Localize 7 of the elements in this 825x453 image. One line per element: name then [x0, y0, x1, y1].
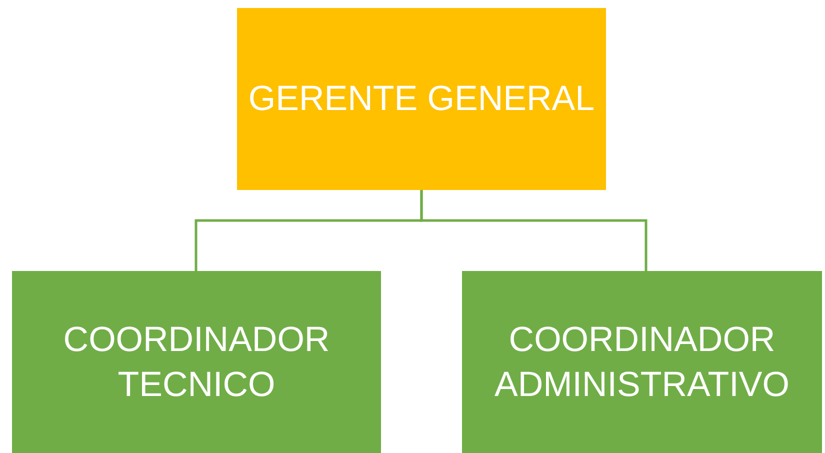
box-label: COORDINADOR ADMINISTRATIVO	[494, 318, 790, 406]
org-chart-box	[12, 271, 381, 453]
org-chart-box	[462, 271, 822, 453]
org-chart-box	[237, 8, 606, 190]
connector-line	[420, 190, 648, 271]
box-label: GERENTE GENERAL	[248, 78, 595, 120]
box-label: COORDINADOR TECNICO	[62, 318, 331, 406]
